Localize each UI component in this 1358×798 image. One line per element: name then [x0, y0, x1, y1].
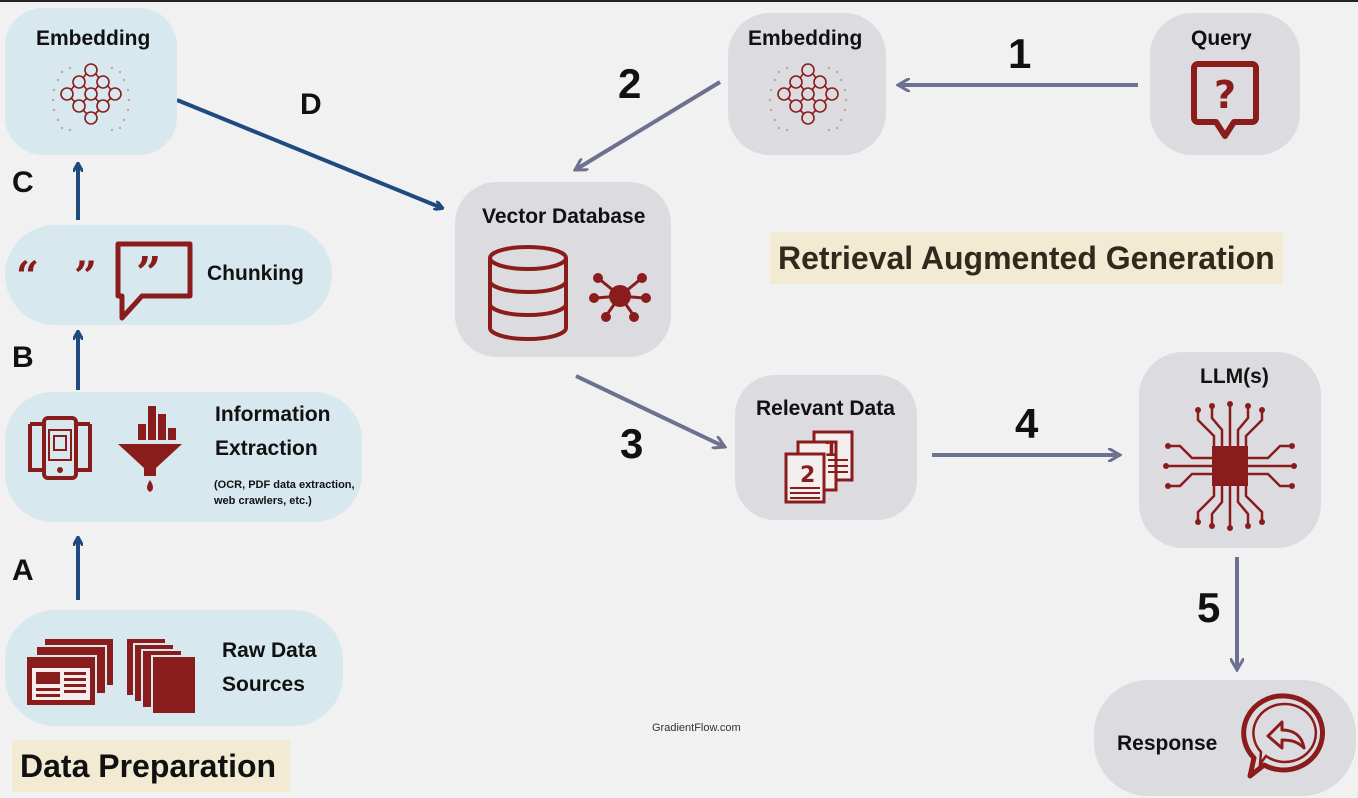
svg-text:”: ”	[136, 248, 161, 299]
web-pages-icon	[25, 637, 115, 707]
llm-label: LLM(s)	[1200, 365, 1269, 388]
speech-bubble-quote-icon: ”	[115, 241, 193, 321]
query-label: Query	[1191, 27, 1252, 50]
arrow-label-b: B	[12, 341, 34, 374]
svg-text:”: ”	[74, 253, 97, 300]
vector-database-label: Vector Database	[482, 205, 646, 228]
ocr-device-icon	[28, 416, 92, 480]
arrow-2	[575, 80, 722, 172]
raw-data-label-line1: Raw Data	[222, 639, 317, 662]
step-number-4: 4	[1015, 400, 1039, 447]
neural-network-icon	[768, 63, 848, 132]
network-hub-icon	[589, 273, 651, 322]
response-label: Response	[1117, 732, 1218, 755]
database-icon	[488, 245, 568, 341]
reply-bubble-icon	[1241, 693, 1326, 779]
relevant-data-label: Relevant Data	[756, 397, 895, 420]
ranked-documents-icon: 1 2	[784, 430, 854, 504]
extraction-label-line1: Information	[215, 403, 331, 426]
rag-embedding-label: Embedding	[748, 27, 863, 50]
prep-embedding-label: Embedding	[36, 27, 151, 50]
question-bubble-icon: ?	[1191, 61, 1259, 139]
quote-marks-icon: “ ”	[16, 253, 97, 300]
step-number-1: 1	[1008, 30, 1032, 77]
svg-text:1: 1	[824, 437, 838, 461]
arrow-label-d: D	[300, 88, 322, 121]
credit-text: GradientFlow.com	[652, 722, 741, 734]
top-border	[0, 0, 1358, 2]
file-stack-icon	[125, 637, 197, 715]
step-number-2: 2	[618, 60, 642, 107]
data-preparation-title: Data Preparation	[12, 740, 291, 792]
chip-circuit-icon	[1163, 401, 1297, 531]
arrow-3	[575, 374, 725, 447]
svg-text:“: “	[16, 253, 39, 300]
chunking-label: Chunking	[207, 262, 304, 285]
extraction-label-line2: Extraction	[215, 437, 318, 460]
extraction-note-line2: web crawlers, etc.)	[214, 495, 312, 507]
svg-text:?: ?	[1214, 73, 1236, 117]
step-number-5: 5	[1197, 584, 1221, 631]
arrow-label-c: C	[12, 166, 34, 199]
raw-data-label-line2: Sources	[222, 673, 305, 696]
response-node	[1094, 680, 1356, 796]
rag-embedding-node	[728, 13, 886, 155]
neural-network-icon	[51, 63, 131, 132]
extraction-node	[5, 392, 362, 522]
funnel-filter-icon	[118, 406, 182, 492]
arrow-label-a: A	[12, 554, 34, 587]
step-number-3: 3	[620, 420, 644, 467]
svg-text:2: 2	[800, 463, 815, 488]
rag-title: Retrieval Augmented Generation	[770, 232, 1283, 284]
extraction-note-line1: (OCR, PDF data extraction,	[214, 479, 355, 491]
prep-embedding-node	[5, 8, 177, 155]
